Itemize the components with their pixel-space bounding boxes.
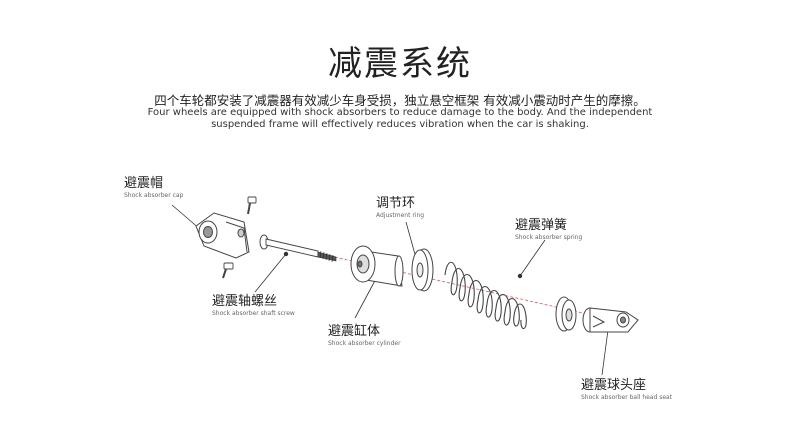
label-shaft-en: Shock absorber shaft screw (212, 310, 295, 317)
description-en-line-1: Four wheels are equipped with shock abso… (147, 107, 653, 118)
leader-shaft (254, 253, 287, 293)
callout-leaders (171, 204, 611, 376)
label-ring-cn: 调节环 (376, 196, 416, 211)
adjustment-ring-part (411, 248, 434, 292)
screw-bottom (222, 262, 234, 279)
leader-ball (601, 329, 609, 376)
leader-ring (405, 221, 417, 259)
leader-cylinder (354, 274, 379, 319)
label-cylinder-cn: 避震缸体 (328, 324, 381, 339)
cylinder-part (350, 245, 404, 287)
leader-shaft-dot (283, 251, 289, 257)
label-ball-cn: 避震球头座 (581, 378, 647, 393)
label-ring: 调节环 Adjustment ring (376, 192, 424, 219)
description-en: Four wheels are equipped with shock abso… (0, 107, 800, 131)
label-spring-cn: 避震弹簧 (515, 218, 568, 233)
leader-spring (519, 239, 546, 277)
label-spring-en: Shock absorber spring (515, 234, 583, 241)
label-ball: 避震球头座 Shock absorber ball head seat (581, 374, 672, 401)
leader-spring-dot (517, 273, 523, 279)
ball-head-seat-part (582, 307, 639, 333)
shaft-screw-part (259, 234, 337, 263)
label-ring-en: Adjustment ring (376, 212, 425, 219)
label-ball-en: Shock absorber ball head seat (581, 394, 673, 401)
description-en-line-2: suspended frame will effectively reduces… (211, 119, 589, 130)
cap-part (195, 212, 250, 259)
spring-part (444, 261, 527, 330)
label-cap-en: Shock absorber cap (124, 192, 184, 199)
label-cylinder-en: Shock absorber cylinder (328, 340, 401, 347)
label-shaft-cn: 避震轴螺丝 (212, 294, 278, 309)
page-title: 减震系统 (328, 44, 472, 84)
label-cap: 避震帽 Shock absorber cap (124, 172, 183, 199)
screw-top (247, 196, 257, 215)
description-cn: 四个车轮都安装了减震器有效减少车身受损，独立悬空框架 有效减小震动时产生的摩擦。 (154, 93, 646, 108)
label-spring: 避震弹簧 Shock absorber spring (515, 214, 582, 241)
label-cap-cn: 避震帽 (124, 176, 164, 191)
label-shaft: 避震轴螺丝 Shock absorber shaft screw (212, 290, 295, 317)
spring-retainer-part (555, 296, 577, 332)
label-cylinder: 避震缸体 Shock absorber cylinder (328, 320, 401, 347)
